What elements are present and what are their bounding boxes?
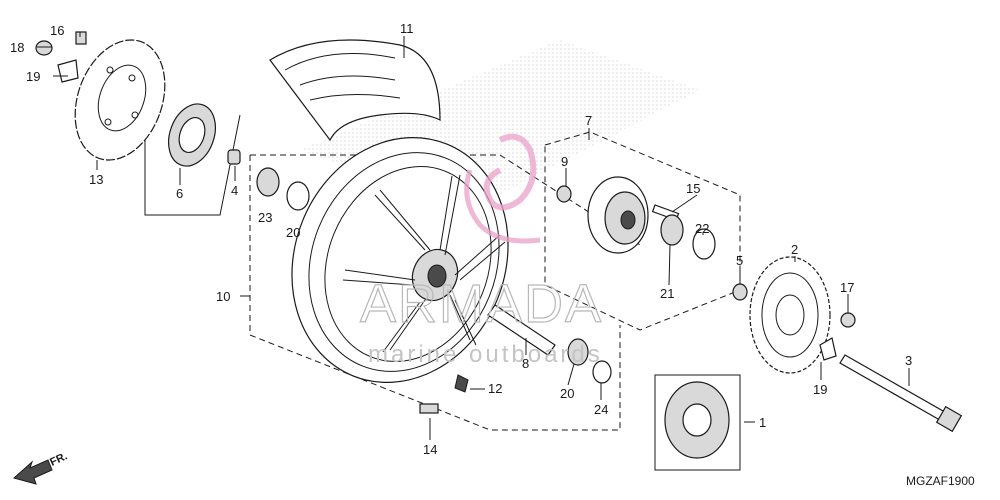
callout-7: 7 bbox=[585, 113, 592, 128]
watermark-logo bbox=[483, 133, 537, 211]
callout-24: 24 bbox=[594, 402, 608, 417]
callout-18: 18 bbox=[10, 40, 24, 55]
balance-weight bbox=[419, 403, 439, 414]
callout-1: 1 bbox=[759, 415, 766, 430]
callout-5: 5 bbox=[736, 253, 743, 268]
callout-2: 2 bbox=[791, 242, 798, 257]
callout-21: 21 bbox=[660, 286, 674, 301]
axle-sleeve bbox=[487, 304, 556, 356]
bracket-19b bbox=[819, 337, 837, 361]
watermark-title: ARMADA bbox=[360, 274, 603, 334]
brake-disc bbox=[74, 39, 166, 161]
part6-outline bbox=[144, 114, 241, 216]
watermark-subtitle: marine outboards bbox=[368, 341, 603, 368]
damper-box bbox=[654, 374, 741, 471]
callout-19b: 19 bbox=[813, 382, 827, 397]
callout-15: 15 bbox=[686, 181, 700, 196]
bolt-16 bbox=[75, 31, 87, 45]
bearing-20b bbox=[567, 338, 589, 366]
callout-19a: 19 bbox=[26, 69, 40, 84]
bearing-20a bbox=[286, 181, 310, 211]
nut-18 bbox=[35, 40, 53, 56]
driven-flange-hub bbox=[587, 176, 649, 254]
tire bbox=[269, 39, 441, 142]
collar-5 bbox=[732, 283, 748, 301]
oring-24 bbox=[592, 360, 612, 384]
tire-valve bbox=[454, 374, 469, 393]
direction-label: FR. bbox=[48, 450, 69, 468]
callout-22: 22 bbox=[695, 221, 709, 236]
callout-6: 6 bbox=[176, 186, 183, 201]
callout-13: 13 bbox=[89, 172, 103, 187]
callout-9: 9 bbox=[561, 154, 568, 169]
callout-labels: 11 7 9 15 22 21 5 2 17 3 19 1 8 20 24 12… bbox=[10, 21, 912, 457]
bracket-19a bbox=[57, 59, 79, 83]
callout-3: 3 bbox=[905, 353, 912, 368]
bearing-22 bbox=[692, 228, 716, 260]
callout-12: 12 bbox=[488, 381, 502, 396]
watermark: ARMADA marine outboards bbox=[359, 133, 603, 368]
nut-17 bbox=[840, 312, 856, 328]
callout-20a: 20 bbox=[286, 225, 300, 240]
axle bbox=[839, 354, 951, 424]
collar-4 bbox=[227, 149, 241, 165]
callout-10: 10 bbox=[216, 289, 230, 304]
wheel-assembly-outline bbox=[249, 155, 621, 431]
callout-14: 14 bbox=[423, 442, 437, 457]
callout-17: 17 bbox=[840, 280, 854, 295]
callout-11: 11 bbox=[400, 21, 414, 36]
nut-9 bbox=[556, 185, 572, 203]
callout-8: 8 bbox=[522, 356, 529, 371]
callout-23: 23 bbox=[258, 210, 272, 225]
diagram-code: MGZAF1900 bbox=[906, 474, 975, 488]
callout-20b: 20 bbox=[560, 386, 574, 401]
leader-lines bbox=[37, 32, 910, 440]
bearing-21 bbox=[660, 214, 684, 246]
front-direction-arrow: FR. bbox=[12, 450, 69, 485]
bearing-23 bbox=[256, 167, 280, 197]
wheel-rim bbox=[291, 137, 509, 383]
callout-4: 4 bbox=[231, 183, 238, 198]
callout-16: 16 bbox=[50, 23, 64, 38]
